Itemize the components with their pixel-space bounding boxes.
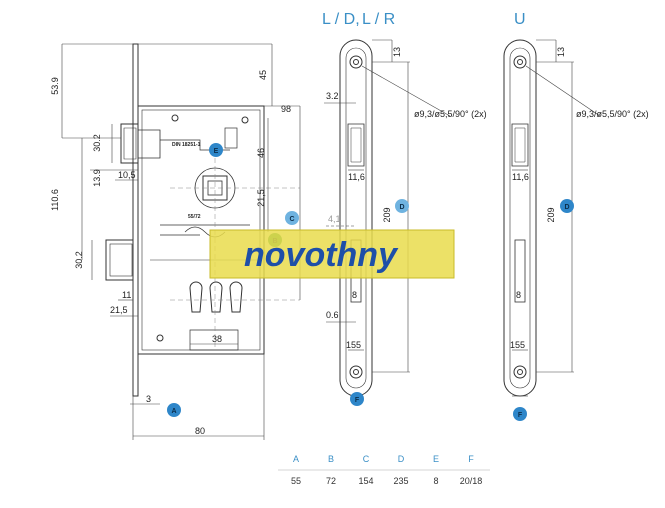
header-lr: L / R [362, 11, 395, 28]
marker-a: A [167, 403, 181, 417]
table-header-a: A [293, 454, 299, 464]
watermark-text: novothny [244, 236, 399, 274]
marker-f-ld: F [350, 392, 364, 406]
table-header-c: C [363, 454, 370, 464]
dim-155-a: 155 [346, 340, 361, 350]
dimension-lines-ld [324, 39, 451, 373]
label-55-72: 55/72 [188, 214, 201, 220]
table-header-d: D [398, 454, 405, 464]
svg-text:D: D [399, 204, 404, 211]
lock-body-view [105, 43, 265, 397]
hole-spec-b: ø9,3/ø5,5/90° (2x) [576, 109, 649, 119]
dim-8-a: 8 [352, 290, 357, 300]
dimension-labels-ld: L / D, L / R 13 3.2 ø9,3/ø5,5/90° (2x) 1… [322, 11, 487, 350]
spec-table: A B C D E F 55 72 154 235 8 20/18 [278, 454, 490, 486]
dim-10-5: 10,5 [118, 170, 136, 180]
dim-46: 46 [256, 148, 266, 158]
dimension-labels-main: 53.9 45 98 46 21,5 110.6 30.2 13.9 10,5 … [50, 70, 291, 436]
table-value-f: 20/18 [460, 476, 483, 486]
marker-f-u: F [513, 407, 527, 421]
dim-8-b: 8 [516, 290, 521, 300]
din-label: DIN 18251-1 [172, 142, 201, 148]
dim-21-5-a: 21,5 [256, 189, 266, 207]
table-value-c: 154 [358, 476, 373, 486]
dim-11-6-b: 11,6 [512, 172, 529, 182]
svg-text:D: D [564, 204, 569, 211]
dimension-labels-u: U 13 ø9,3/ø5,5/90° (2x) 11,6 209 8 155 [510, 11, 649, 350]
marker-c: C [285, 211, 299, 225]
svg-text:E: E [214, 148, 219, 155]
dim-209-b: 209 [546, 207, 556, 222]
dim-98: 98 [281, 104, 291, 114]
dim-0-6: 0.6 [326, 310, 339, 320]
hole-spec-a: ø9,3/ø5,5/90° (2x) [414, 109, 487, 119]
dim-13-9: 13.9 [92, 169, 102, 187]
header-ld: L / D, [322, 11, 360, 28]
svg-text:F: F [355, 397, 360, 404]
marker-bubbles: A B C D D E F F [167, 143, 574, 421]
header-u: U [514, 11, 526, 28]
marker-e: E [209, 143, 223, 157]
dim-11-6-a: 11,6 [348, 172, 365, 182]
dimension-lines-main [61, 43, 301, 440]
dim-13-b: 13 [556, 47, 566, 57]
dim-30-2-b: 30.2 [74, 251, 84, 269]
dim-110-6: 110.6 [50, 189, 60, 211]
dim-11: 11 [122, 290, 131, 300]
dim-21-5-b: 21,5 [110, 305, 128, 315]
dimension-lines-u [512, 39, 601, 397]
table-value-e: 8 [433, 476, 438, 486]
table-header-f: F [468, 454, 474, 464]
table-value-b: 72 [326, 476, 336, 486]
svg-text:A: A [171, 408, 176, 415]
marker-d-ld: D [395, 199, 409, 213]
dim-3: 3 [146, 394, 151, 404]
dim-38: 38 [212, 334, 222, 344]
table-header-e: E [433, 454, 439, 464]
marker-d-u: D [560, 199, 574, 213]
dim-53-9: 53.9 [50, 77, 60, 95]
dim-45: 45 [258, 70, 268, 80]
table-value-d: 235 [393, 476, 408, 486]
dim-155-b: 155 [510, 340, 525, 350]
svg-text:C: C [289, 216, 294, 223]
dim-13-a: 13 [392, 47, 402, 57]
watermark: novothny [209, 229, 455, 279]
dim-209-a: 209 [382, 207, 392, 222]
dim-4-1: 4,1 [328, 214, 341, 224]
table-header-b: B [328, 454, 334, 464]
dim-80: 80 [195, 426, 205, 436]
table-value-a: 55 [291, 476, 301, 486]
dim-30-2-a: 30.2 [92, 134, 102, 152]
svg-text:F: F [518, 412, 523, 419]
dim-3-2: 3.2 [326, 91, 339, 101]
